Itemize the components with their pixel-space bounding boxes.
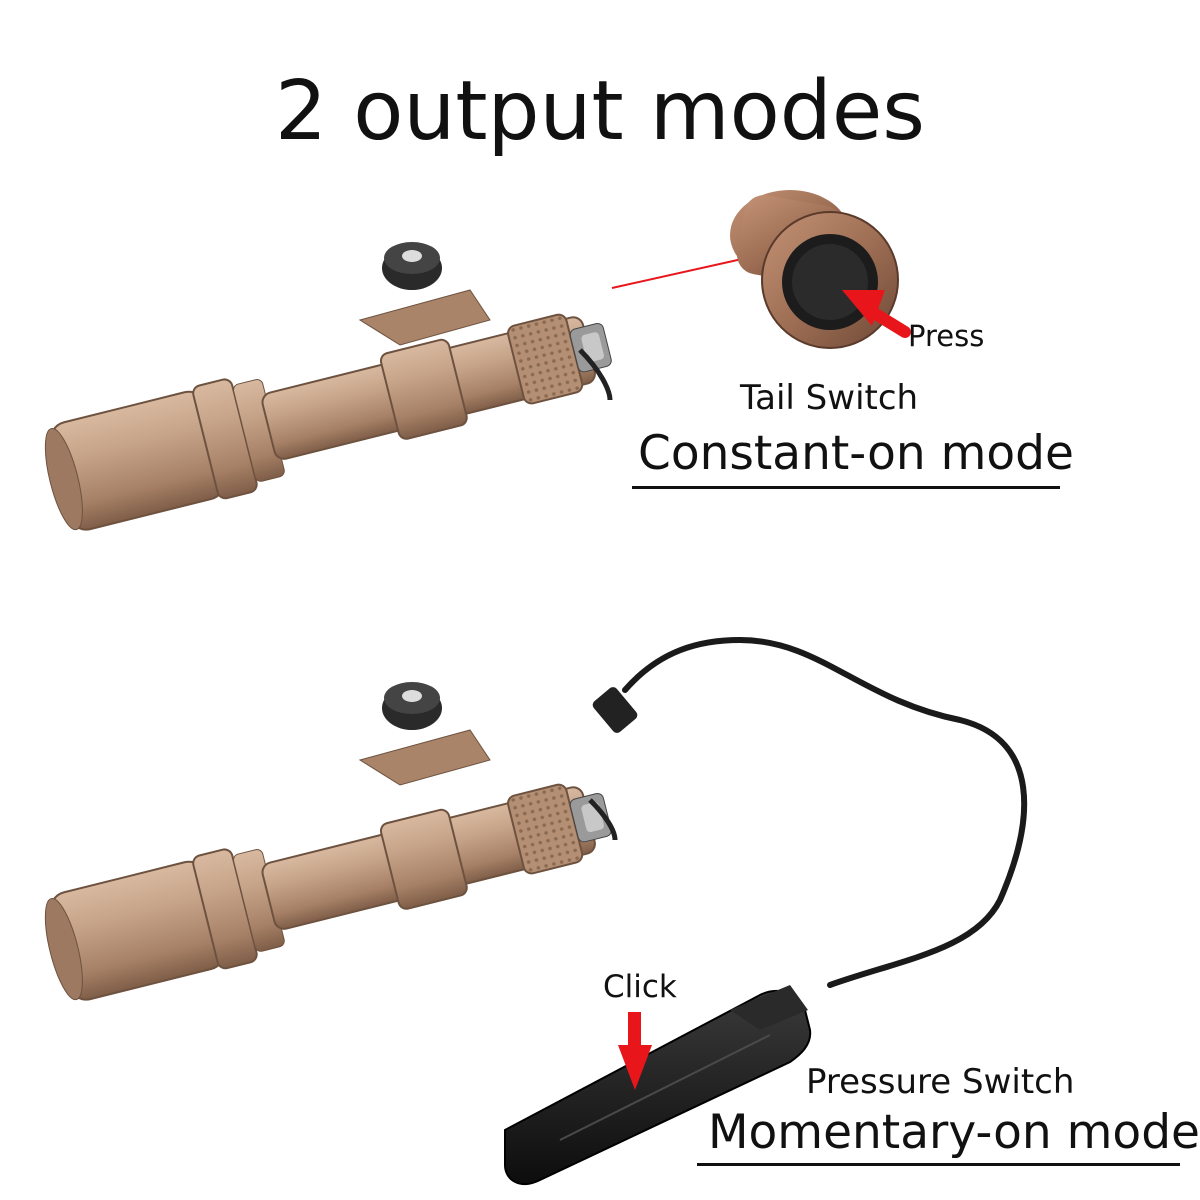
tail-cap-illustration (730, 190, 899, 349)
constant-on-mode-label: Constant-on mode (638, 426, 1074, 481)
top-underline (632, 486, 1060, 489)
pressure-switch-label: Pressure Switch (806, 1062, 1075, 1102)
indicator-line (611, 254, 761, 289)
tail-switch-label: Tail Switch (740, 378, 919, 418)
remote-cable (592, 636, 1028, 988)
click-label: Click (603, 969, 677, 1005)
page-title: 2 output modes (274, 64, 926, 159)
bottom-underline (697, 1163, 1180, 1166)
flashlight-bottom (44, 682, 618, 1001)
flashlight-top (44, 242, 613, 531)
momentary-on-mode-label: Momentary-on mode (708, 1105, 1200, 1160)
red-arrow-icon (842, 290, 911, 338)
press-label: Press (908, 319, 985, 353)
pressure-pad-illustration (504, 985, 812, 1185)
red-arrow-icon (618, 1012, 652, 1090)
